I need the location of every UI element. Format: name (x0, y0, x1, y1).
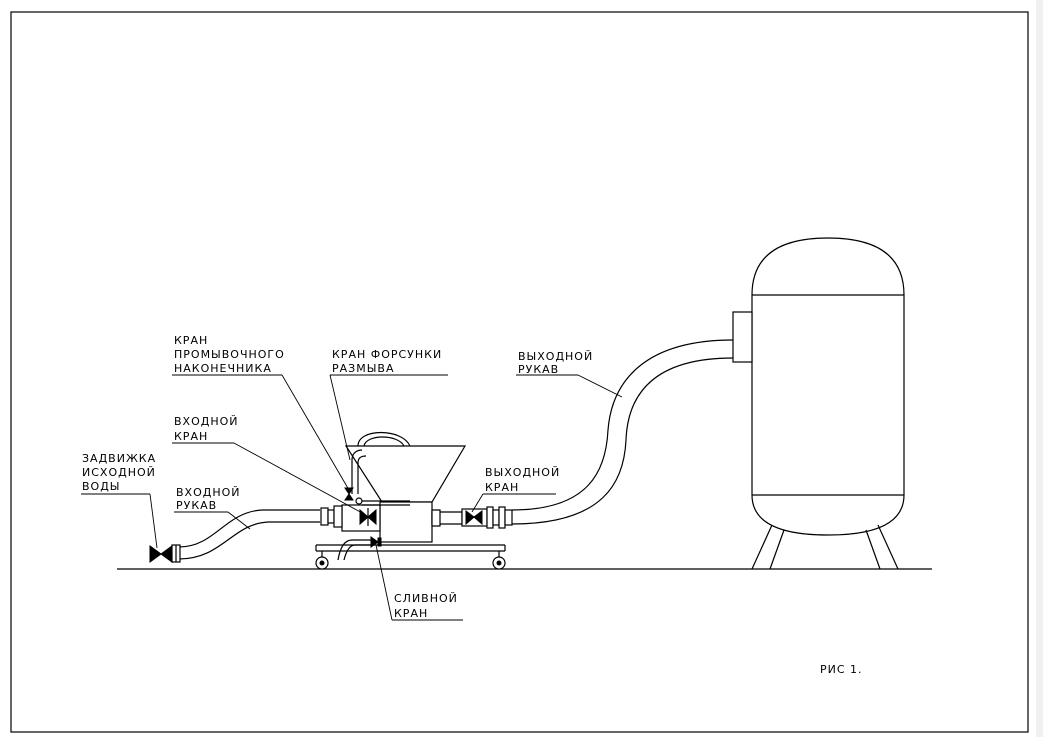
label-outlet-valve-line2: КРАН (485, 481, 519, 494)
storage-tank (732, 237, 905, 570)
label-gate-valve-line1: ЗАДВИЖКА (82, 452, 156, 465)
label-inlet-hose-line2: РУКАВ (176, 499, 217, 512)
inlet-hose (178, 509, 320, 560)
gate-valve (149, 544, 181, 563)
label-flush-valve-line3: НАКОНЕЧНИКА (174, 362, 272, 375)
label-nozzle-valve-line2: РАЗМЫВА (332, 362, 394, 375)
figure-caption: РИС 1. (820, 663, 863, 676)
label-inlet-hose-line1: ВХОДНОЙ (176, 486, 241, 499)
label-nozzle-valve-line1: КРАН ФОРСУНКИ (332, 348, 442, 361)
pump-unit (320, 431, 513, 561)
label-flush-valve-line2: ПРОМЫВОЧНОГО (174, 348, 285, 361)
outlet-hose (511, 339, 734, 525)
drawing-frame (10, 11, 1029, 733)
label-outlet-valve-line1: ВЫХОДНОЙ (485, 466, 560, 479)
label-outlet-hose-line1: ВЫХОДНОЙ (518, 350, 593, 363)
right-edge-strip (1036, 0, 1043, 737)
label-flush-valve-line1: КРАН (174, 334, 208, 347)
label-drain-valve-line1: СЛИВНОЙ (394, 592, 458, 605)
label-drain-valve-line2: КРАН (394, 607, 428, 620)
labels: КРАН ПРОМЫВОЧНОГО НАКОНЕЧНИКА КРАН ФОРСУ… (82, 334, 863, 676)
label-inlet-valve-line1: ВХОДНОЙ (174, 415, 239, 428)
label-outlet-hose-line2: РУКАВ (518, 363, 559, 376)
label-inlet-valve-line2: КРАН (174, 430, 208, 443)
label-gate-valve-line2: ИСХОДНОЙ (82, 466, 156, 479)
label-gate-valve-line3: ВОДЫ (82, 480, 121, 493)
leader-lines (81, 374, 623, 621)
